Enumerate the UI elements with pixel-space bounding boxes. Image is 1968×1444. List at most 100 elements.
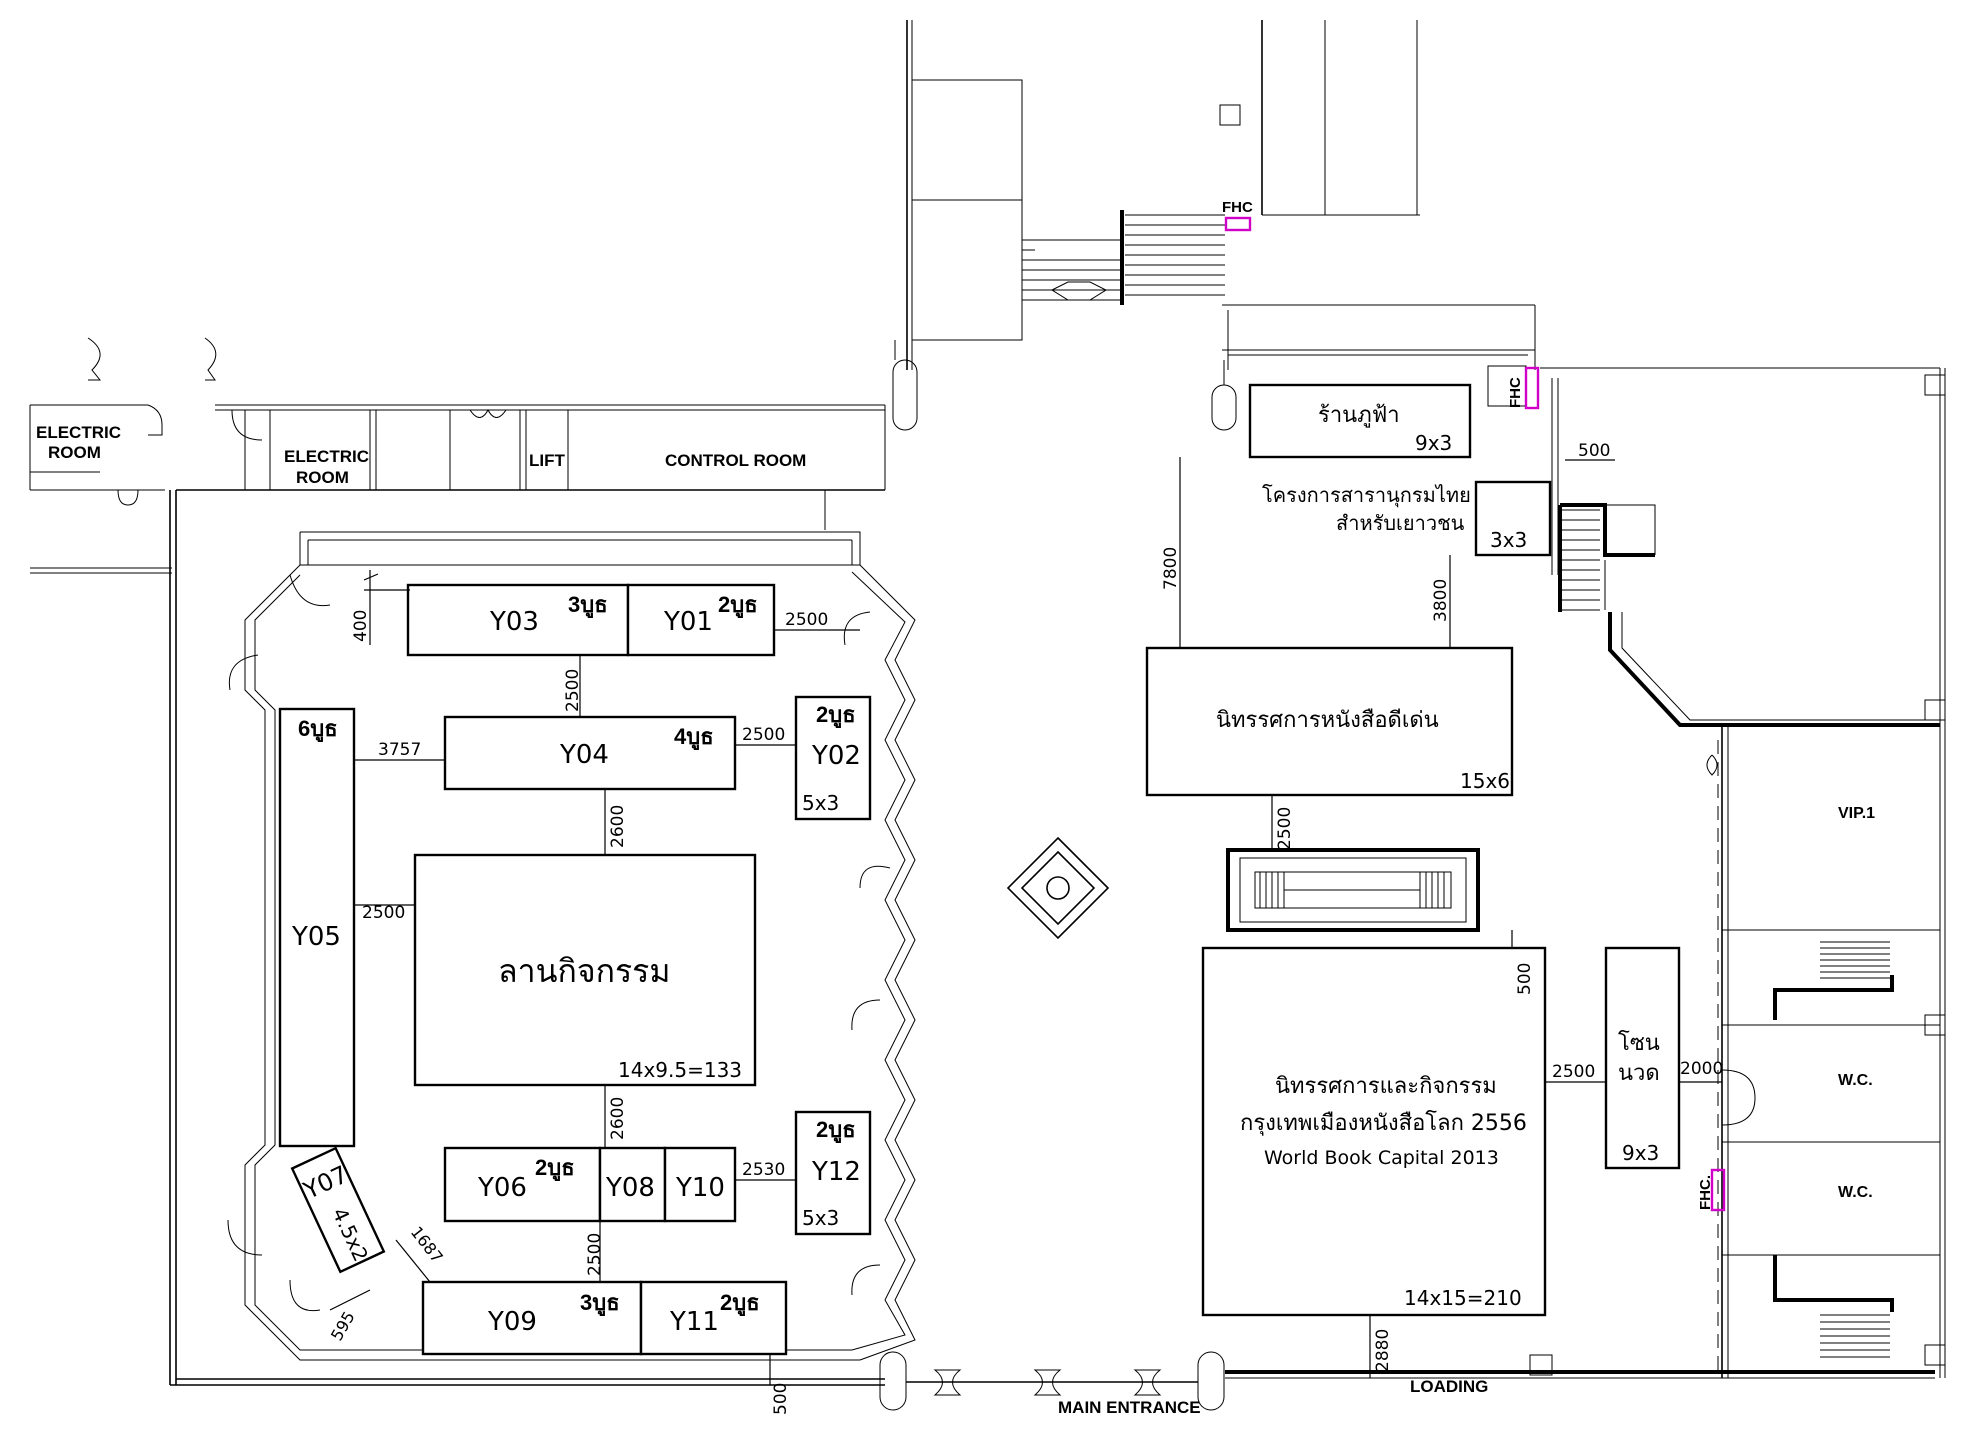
booth-y11-count: 2บูธ <box>720 1290 760 1317</box>
booth-y10-label: Y10 <box>675 1173 725 1203</box>
booth-y06[interactable] <box>443 1146 602 1223</box>
zone-massage-size: 9x3 <box>1622 1141 1659 1165</box>
booth-y11[interactable] <box>639 1280 788 1356</box>
dim-2600-a: 2600 <box>608 805 628 848</box>
wc-2-label: W.C. <box>1838 1184 1873 1201</box>
dim-400: 400 <box>351 610 371 642</box>
activity-area-size: 14x9.5=133 <box>618 1058 742 1082</box>
main-entrance-doors <box>879 1351 1225 1411</box>
dim-2500-g: 2500 <box>1275 807 1295 850</box>
booth-y12-label: Y12 <box>811 1157 861 1187</box>
control-room-label: CONTROL ROOM <box>665 451 806 470</box>
dim-500-a: 500 <box>771 1383 791 1415</box>
dim-595: 595 <box>327 1308 359 1344</box>
zone-encyclopedia-line1: โครงการสารานุกรมไทย <box>1262 483 1471 508</box>
booth-y05[interactable] <box>278 707 356 1148</box>
dim-2500-h: 2500 <box>1552 1062 1595 1082</box>
activity-area[interactable] <box>413 853 757 1087</box>
zone-outstanding-books-label: นิทรรศการหนังสือดีเด่น <box>1216 708 1439 733</box>
fhc-3-marker <box>1710 1168 1726 1212</box>
zone-phufa-label: ร้านภูฟ้า <box>1318 403 1400 428</box>
electric-room-1-label-b: ROOM <box>48 443 101 462</box>
room-labels: ELECTRIC ROOM ELECTRIC ROOM LIFT CONTROL… <box>36 423 1875 1417</box>
booth-y09[interactable] <box>421 1280 643 1356</box>
zone-massage-line2: นวด <box>1618 1061 1660 1086</box>
fhc-1-label: FHC <box>1222 199 1253 216</box>
escalator <box>1226 848 1480 932</box>
wc-1-label: W.C. <box>1838 1072 1873 1089</box>
booth-y03-label: Y03 <box>489 607 539 637</box>
zone-world-book-line1: นิทรรศการและกิจกรรม <box>1275 1074 1497 1099</box>
zone-outstanding-books[interactable] <box>1145 646 1514 797</box>
zone-massage[interactable] <box>1604 946 1681 1170</box>
zone-world-book[interactable] <box>1201 946 1547 1317</box>
right-hall-zones: ร้านภูฟ้า 9x3 โครงการสารานุกรมไทย สำหรับ… <box>1145 383 1681 1317</box>
left-hall-booths: Y03 3บูธ Y01 2บูธ Y04 4บูธ 2บูธ Y02 5x3 … <box>278 583 872 1356</box>
electric-room-1-label-a: ELECTRIC <box>36 423 121 442</box>
zone-world-book-line2: กรุงเทพเมืองหนังสือโลก 2556 <box>1240 1110 1527 1136</box>
fhc-2-marker <box>1524 366 1540 410</box>
dim-2000: 2000 <box>1680 1059 1723 1079</box>
booth-y08-label: Y08 <box>605 1173 655 1203</box>
booth-y12-count: 2บูธ <box>816 1117 856 1144</box>
fire-hose-cabinets: FHC FHC FHC. <box>1222 199 1726 1212</box>
fhc-1-marker <box>1224 216 1252 232</box>
electric-room-2-label-b: ROOM <box>296 468 349 487</box>
booth-y04-label: Y04 <box>559 740 609 770</box>
booth-y03-count: 3บูธ <box>568 592 608 619</box>
booth-y05-count: 6บูธ <box>298 716 338 743</box>
booth-y01-count: 2บูธ <box>718 592 758 619</box>
booth-y04-count: 4บูธ <box>674 724 714 751</box>
booth-y11-label: Y11 <box>669 1307 719 1337</box>
building-walls <box>29 20 1946 1386</box>
dim-2500-e: 2500 <box>585 1233 605 1276</box>
dim-3757: 3757 <box>378 740 421 760</box>
dim-2530: 2530 <box>742 1160 785 1180</box>
central-diamond <box>1006 836 1110 940</box>
booth-y07[interactable] <box>290 1146 386 1274</box>
booth-y06-count: 2บูธ <box>535 1155 575 1182</box>
vip-label: VIP.1 <box>1838 805 1875 822</box>
dim-2500-c: 2500 <box>742 725 785 745</box>
booth-y01-label: Y01 <box>663 607 713 637</box>
booth-y12[interactable] <box>794 1110 872 1236</box>
zone-massage-line1: โซน <box>1618 1030 1660 1056</box>
main-entrance-label: MAIN ENTRANCE <box>1058 1398 1201 1417</box>
zone-encyclopedia-size: 3x3 <box>1490 528 1527 552</box>
dim-2880: 2880 <box>1373 1329 1393 1372</box>
zone-world-book-size: 14x15=210 <box>1404 1286 1522 1310</box>
booth-y04[interactable] <box>443 715 737 791</box>
booth-y05-label: Y05 <box>291 922 341 952</box>
hall-perimeter <box>227 531 916 1361</box>
booth-y02[interactable] <box>794 695 872 821</box>
booth-y06-label: Y06 <box>477 1173 527 1203</box>
zone-phufa-size: 9x3 <box>1415 431 1452 455</box>
zone-encyclopedia-line2: สำหรับเยาวชน <box>1336 511 1465 535</box>
dim-2500-d: 2500 <box>362 903 405 923</box>
dim-3800: 3800 <box>1431 579 1451 622</box>
dim-500-c: 500 <box>1515 963 1535 995</box>
electric-room-2-label-a: ELECTRIC <box>284 447 369 466</box>
fhc-2-label: FHC <box>1507 377 1524 408</box>
booth-y03[interactable] <box>406 583 630 657</box>
zone-encyclopedia[interactable] <box>1474 480 1552 557</box>
lift-label: LIFT <box>529 451 565 470</box>
dimension-lines: 400 2500 2500 2500 3757 2500 2600 2600 2… <box>327 441 1723 1415</box>
dim-2500-a: 2500 <box>785 610 828 630</box>
fhc-3-label: FHC. <box>1697 1175 1714 1210</box>
loading-label: LOADING <box>1410 1377 1488 1396</box>
dim-2500-b: 2500 <box>563 669 583 712</box>
booth-y02-count: 2บูธ <box>816 702 856 729</box>
activity-area-label: ลานกิจกรรม <box>498 952 670 990</box>
booth-y09-label: Y09 <box>487 1307 537 1337</box>
booth-y09-count: 3บูธ <box>580 1290 620 1317</box>
dim-500-b: 500 <box>1578 441 1610 461</box>
booth-y01[interactable] <box>626 583 776 657</box>
booth-y10[interactable] <box>663 1146 737 1223</box>
dim-2600-b: 2600 <box>608 1097 628 1140</box>
zone-phufa[interactable] <box>1248 383 1472 459</box>
zone-world-book-line3: World Book Capital 2013 <box>1264 1147 1499 1169</box>
booth-y02-size: 5x3 <box>802 791 839 815</box>
zone-outstanding-books-size: 15x6 <box>1460 769 1510 793</box>
